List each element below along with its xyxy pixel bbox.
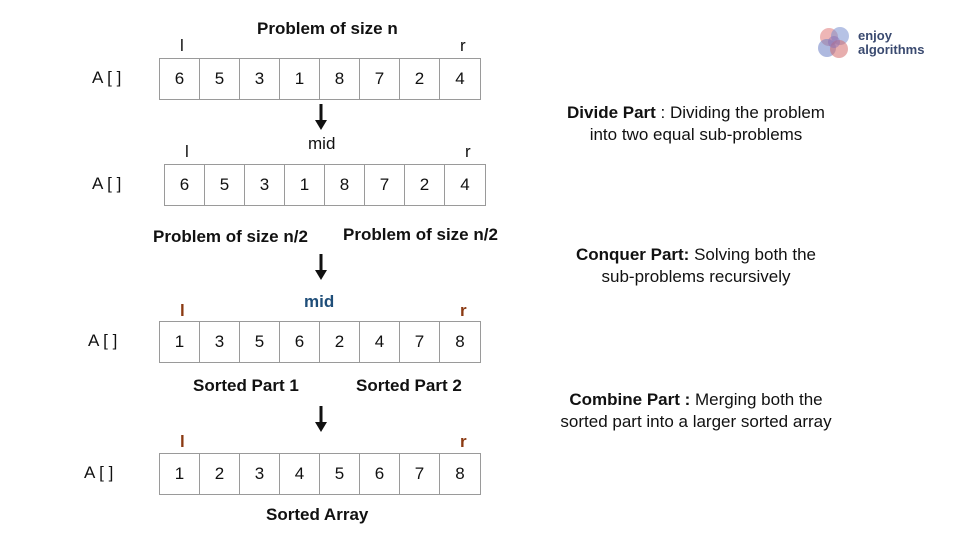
array-cell: 8: [455, 464, 465, 483]
array-cell: 5: [240, 322, 280, 362]
array-cell: 7: [360, 59, 400, 99]
array-cell: 2: [400, 59, 440, 99]
conquer-explanation: Conquer Part: Solving both the sub-probl…: [526, 244, 866, 288]
array-cell: 6: [160, 59, 200, 99]
pointer-l-2: l: [185, 142, 189, 161]
array-cell: 3: [200, 322, 240, 362]
array-cell: 2: [200, 454, 240, 494]
pointer-l-3: l: [180, 301, 185, 320]
array-cell: 3: [240, 454, 280, 494]
sorted-array-caption: Sorted Array: [266, 505, 369, 524]
array-cell: 3: [240, 59, 280, 99]
array-cell: 6: [280, 322, 320, 362]
pointer-mid-3: mid: [304, 292, 335, 311]
array-cell: 3: [245, 165, 285, 205]
divide-text-1: : Dividing the problem: [655, 103, 825, 122]
array-cell: 6: [165, 165, 205, 205]
enjoy-algorithms-logo-icon: [818, 27, 849, 58]
array-cell: 5: [200, 59, 240, 99]
array-cell: 1: [160, 322, 200, 362]
array-cell: 1: [285, 165, 325, 205]
sorted-part-1-label: Sorted Part 1: [193, 376, 299, 395]
pointer-l-4: l: [180, 432, 185, 451]
array-cell: 8: [325, 165, 365, 205]
combine-explanation: Combine Part : Merging both the sorted p…: [526, 389, 866, 433]
pointer-r-1: r: [460, 36, 466, 55]
conquer-heading: Conquer Part:: [576, 245, 690, 264]
down-arrow-icon: [315, 254, 327, 280]
array-label-1: A [ ]: [92, 68, 122, 87]
array-label-3: A [ ]: [88, 331, 118, 350]
divide-text-2: into two equal sub-problems: [589, 125, 803, 144]
array-1: 6 5 3 1 8 7 2 4: [159, 58, 481, 100]
down-arrow-icon: [315, 406, 327, 432]
array-cell: 8: [455, 332, 465, 351]
array-3: 1 3 5 6 2 4 7 8: [159, 321, 481, 363]
conquer-text-1: Solving both the: [689, 245, 816, 264]
array-cell: 4: [360, 322, 400, 362]
down-arrow-icon: [315, 104, 327, 130]
sub-problem-2-label: Problem of size n/2: [343, 225, 498, 244]
pointer-r-3: r: [460, 301, 467, 320]
array-cell: 7: [400, 454, 440, 494]
array-cell: 5: [205, 165, 245, 205]
divide-explanation: Divide Part : Dividing the problem into …: [526, 102, 866, 146]
combine-text-1: Merging both the: [690, 390, 823, 409]
array-cell: 6: [360, 454, 400, 494]
pointer-mid-2: mid: [308, 134, 336, 153]
array-cell: 4: [460, 175, 470, 194]
array-label-4: A [ ]: [84, 463, 114, 482]
array-cell: 4: [280, 454, 320, 494]
logo-text-algorithms: algorithms: [858, 42, 925, 57]
array-cell: 7: [365, 165, 405, 205]
pointer-r-4: r: [460, 432, 467, 451]
sorted-part-2-label: Sorted Part 2: [356, 376, 462, 395]
sub-problem-1-label: Problem of size n/2: [153, 227, 308, 246]
array-cell: 1: [280, 59, 320, 99]
pointer-r-2: r: [465, 142, 471, 161]
pointer-l-1: l: [180, 36, 184, 55]
logo-text-enjoy: enjoy: [858, 28, 892, 43]
array-2: 6 5 3 1 8 7 2 4: [164, 164, 486, 206]
array-label-2: A [ ]: [92, 174, 122, 193]
combine-text-2: sorted part into a larger sorted array: [560, 412, 832, 431]
array-cell: 5: [320, 454, 360, 494]
array-cell: 4: [455, 69, 465, 88]
problem-size-n-title: Problem of size n: [257, 19, 398, 38]
array-4: 1 2 3 4 5 6 7 8: [159, 453, 481, 495]
array-cell: 2: [320, 322, 360, 362]
array-cell: 1: [160, 454, 200, 494]
array-cell: 8: [320, 59, 360, 99]
divide-heading: Divide Part: [567, 103, 656, 122]
array-cell: 7: [400, 322, 440, 362]
conquer-text-2: sub-problems recursively: [601, 267, 791, 286]
array-cell: 2: [405, 165, 445, 205]
combine-heading: Combine Part :: [569, 390, 691, 409]
